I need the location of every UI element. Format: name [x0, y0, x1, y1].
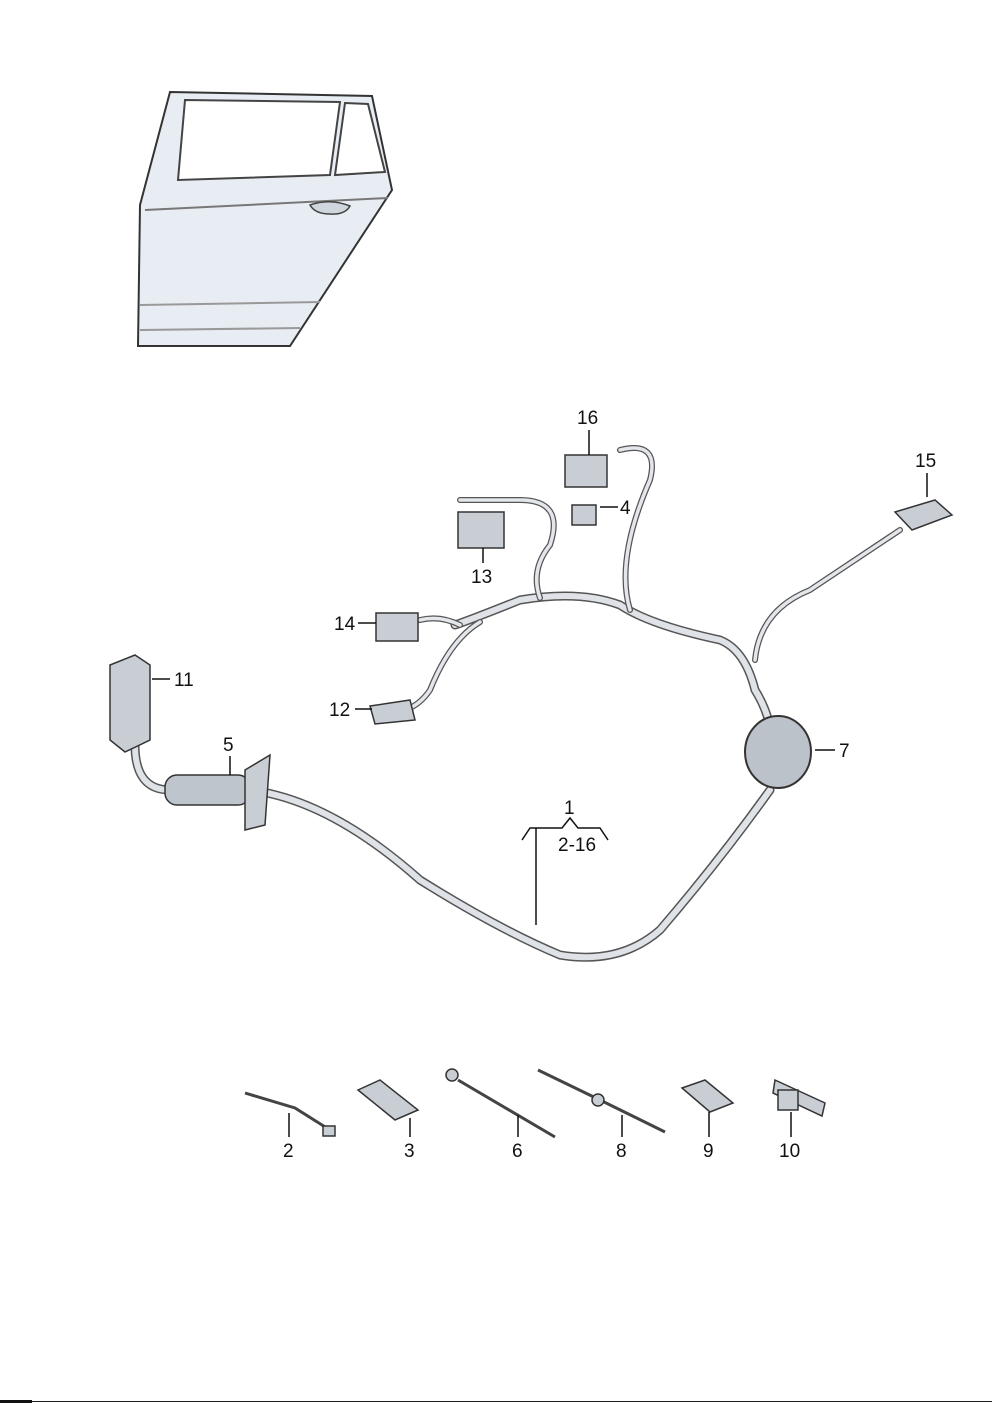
callout-2: 2	[283, 1141, 294, 1162]
leader-lines	[152, 430, 928, 1137]
bottom-rule-marker	[0, 1400, 32, 1403]
callout-8: 8	[616, 1141, 627, 1162]
part-7-grommet	[744, 715, 812, 789]
part-10-clip	[772, 1078, 826, 1118]
callout-16: 16	[577, 408, 598, 429]
callout-4: 4	[620, 498, 631, 519]
part-11-connector	[109, 654, 151, 753]
callout-1: 1	[564, 798, 575, 819]
callout-9: 9	[703, 1141, 714, 1162]
callout-12: 12	[329, 700, 350, 721]
part-13-connector	[457, 511, 505, 549]
part-16-connector	[564, 454, 608, 488]
part-14-connector	[375, 612, 419, 642]
callout-7: 7	[839, 741, 850, 762]
part-15-connector	[893, 499, 954, 531]
callout-10: 10	[779, 1141, 800, 1162]
callout-14: 14	[334, 614, 356, 635]
part-6-cable-tie	[445, 1068, 556, 1139]
wiring-harness	[130, 445, 903, 962]
part-9-clip	[680, 1079, 735, 1113]
part-5-grommet-sleeve	[164, 753, 271, 831]
callout-11: 11	[174, 670, 194, 691]
callout-13: 13	[471, 567, 492, 588]
callout-6: 6	[512, 1141, 523, 1162]
callout-3: 3	[404, 1141, 415, 1162]
part-4-clip	[571, 504, 597, 526]
callout-15: 15	[915, 451, 936, 472]
callout-2-16: 2-16	[558, 835, 596, 856]
part-2-cable-tie	[244, 1091, 336, 1137]
part-12-connector	[369, 699, 416, 725]
callout-5: 5	[223, 735, 234, 756]
part-8-cable-tie	[537, 1068, 666, 1134]
part-3-clip	[356, 1079, 420, 1121]
rear-door-illustration	[136, 90, 394, 347]
